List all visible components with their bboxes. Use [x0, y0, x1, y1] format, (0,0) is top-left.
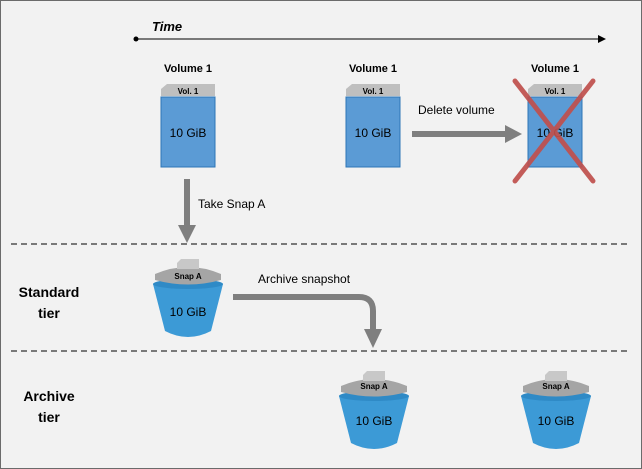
- bucket-lid: [341, 379, 407, 397]
- volume-tag: Vol. 1: [178, 87, 199, 96]
- take-snap-arrow: [178, 179, 196, 243]
- volume-tag: Vol. 1: [363, 87, 384, 96]
- snapshot-standard: Snap A 10 GiB: [153, 259, 223, 337]
- volume-body: [345, 96, 401, 168]
- bucket-lid: [155, 267, 221, 285]
- delete-volume-label: Delete volume: [418, 103, 495, 117]
- snapshot-archive-1: Snap A 10 GiB: [339, 371, 409, 449]
- volume-tag-shape: [346, 84, 400, 96]
- tier-label-standard-line2: tier: [38, 305, 60, 321]
- snapshot-tag: Snap A: [360, 382, 387, 391]
- take-snap-label: Take Snap A: [198, 197, 265, 211]
- volume-2-group: Volume 1 Vol. 1 10 GiB: [345, 63, 401, 168]
- snapshot-archive-2: Snap A 10 GiB: [521, 371, 591, 449]
- archive-snapshot-label: Archive snapshot: [258, 272, 351, 286]
- snapshot-size: 10 GiB: [170, 305, 207, 319]
- snapshot-size: 10 GiB: [356, 414, 393, 428]
- volume-title: Volume 1: [531, 63, 579, 75]
- delete-volume-arrow: [412, 125, 522, 143]
- volume-tag-shape: [161, 84, 215, 96]
- tier-label-archive-line1: Archive: [23, 388, 75, 404]
- bucket-handle: [545, 371, 567, 381]
- snapshot-size: 10 GiB: [538, 414, 575, 428]
- volume-tag-shape: [528, 84, 582, 96]
- tier-label-standard-line1: Standard: [19, 284, 80, 300]
- tier-label-archive-line2: tier: [38, 409, 60, 425]
- deleted-cross-icon: [512, 78, 596, 184]
- volume-tag: Vol. 1: [545, 87, 566, 96]
- bucket-body: [153, 284, 223, 337]
- bucket-body: [339, 396, 409, 449]
- volume-size: 10 GiB: [170, 126, 207, 140]
- bucket-lid: [523, 379, 589, 397]
- snapshot-tag: Snap A: [542, 382, 569, 391]
- volume-3-group: Volume 1 Vol. 1 10 GiB: [512, 63, 596, 184]
- bucket-body: [521, 396, 591, 449]
- volume-1-group: Volume 1 Vol. 1 10 GiB: [160, 63, 216, 168]
- archive-snapshot-arrow: [233, 294, 382, 348]
- bucket-handle: [363, 371, 385, 381]
- volume-title: Volume 1: [164, 63, 212, 75]
- bucket-handle: [177, 259, 199, 269]
- volume-size: 10 GiB: [355, 126, 392, 140]
- volume-body: [160, 96, 216, 168]
- snapshot-tag: Snap A: [174, 272, 201, 281]
- time-label: Time: [152, 19, 182, 34]
- volume-title: Volume 1: [349, 63, 397, 75]
